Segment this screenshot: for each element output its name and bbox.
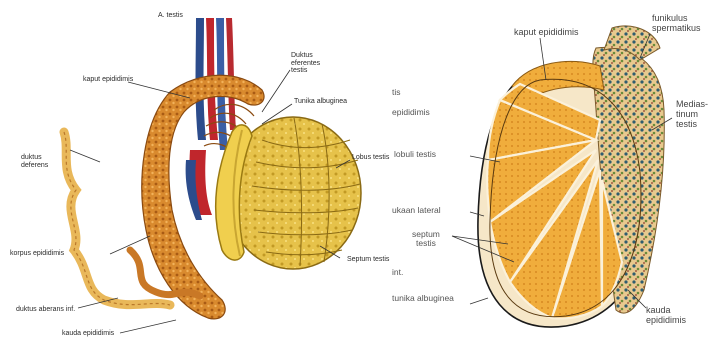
left-label-lobus-testis: Lobus testis <box>352 154 389 162</box>
right-label-fragment-epididimis: epididimis <box>392 108 430 117</box>
left-label-duktus-aberans: duktus aberans inf. <box>16 306 75 314</box>
top-caption: A. testis <box>158 12 183 20</box>
left-label-kaput-epididimis: kaput epididimis <box>83 76 133 84</box>
left-label-duktus-deferens: duktus deferens <box>21 154 48 169</box>
right-label-fragment-tis: tis <box>392 88 401 97</box>
left-label-tunika-albuginea: Tunika albuginea <box>294 98 347 106</box>
right-label-fragment-int: int. <box>392 268 403 277</box>
right-label-tunika-albuginea: tunika albuginea <box>392 294 454 303</box>
left-label-septum-testis: Septum testis <box>347 256 389 264</box>
right-label-funikulus-spermatikus: funikulus spermatikus <box>652 14 701 34</box>
right-testis-section <box>478 26 664 327</box>
right-label-kauda-epididimis: kauda epididimis <box>646 306 686 326</box>
right-label-septum-testis: septum testis <box>412 230 440 249</box>
right-label-mediastinum-testis: Medias- tinum testis <box>676 100 708 130</box>
left-label-duktus-eferentes: Duktus eferentes testis <box>291 52 320 75</box>
left-label-korpus-epididimis: korpus epididimis <box>10 250 64 258</box>
right-label-permukaan-lateral: ukaan lateral <box>392 206 441 215</box>
right-label-kaput-epididimis: kaput epididimis <box>514 28 579 38</box>
right-label-lobuli-testis: lobuli testis <box>394 150 436 159</box>
